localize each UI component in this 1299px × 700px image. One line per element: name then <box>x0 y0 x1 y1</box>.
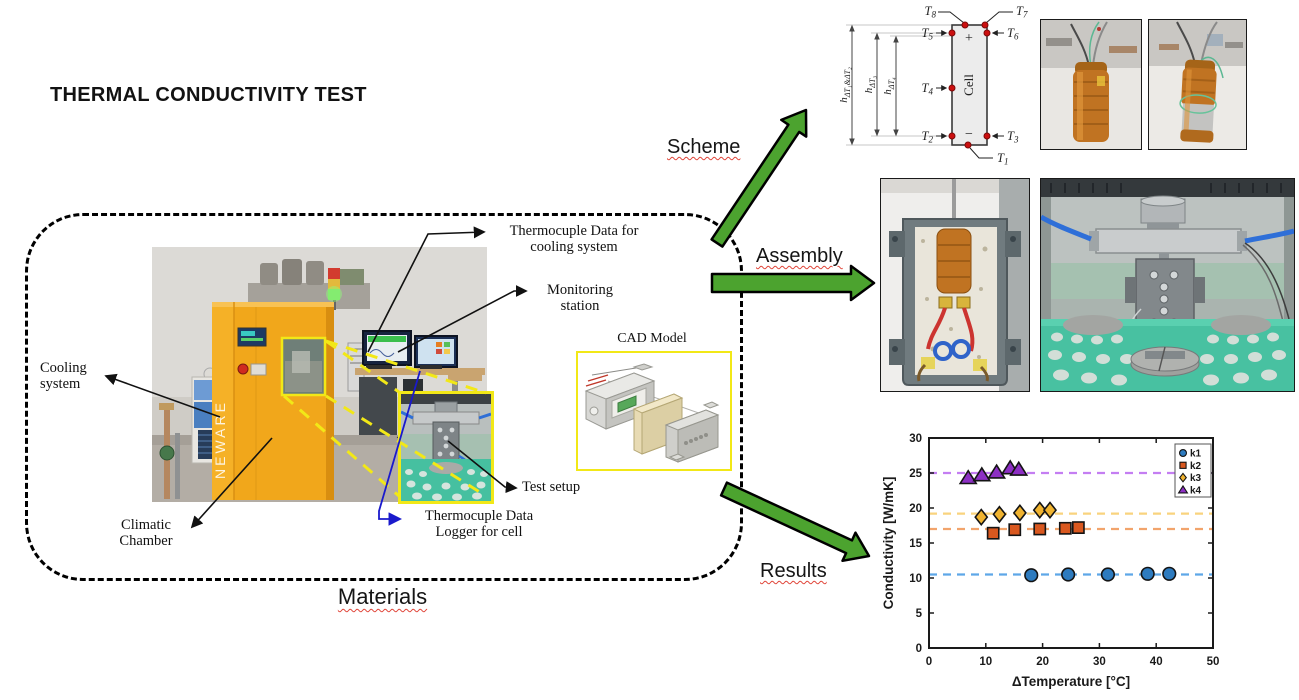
cad-right-block <box>664 401 720 463</box>
cell-photo-1-art <box>1041 20 1141 149</box>
x-tick-label: 10 <box>979 656 992 668</box>
page-title: THERMAL CONDUCTIVITY TEST <box>50 84 367 106</box>
x-tick-label: 0 <box>926 656 932 668</box>
legend-label-k1: k1 <box>1190 449 1202 460</box>
scheme-t2-dot <box>948 132 956 140</box>
test-setup-inset-art <box>401 394 491 501</box>
x-tick-label: 50 <box>1207 656 1220 668</box>
y-tick-label: 0 <box>916 643 922 655</box>
scheme-plus-terminal: + <box>965 31 973 46</box>
label-cooling-system: Cooling system <box>40 360 87 392</box>
y-tick-label: 15 <box>909 538 922 550</box>
series-k3 <box>974 501 1058 526</box>
flow-label-results: Results <box>760 560 827 582</box>
y-tick-label: 25 <box>909 468 922 480</box>
y-tick-label: 30 <box>909 433 922 445</box>
scheme-t7-label: T7 <box>1016 4 1028 20</box>
scheme-t8-line <box>938 11 965 24</box>
test-setup-inset-photo <box>398 391 494 504</box>
scheme-t8-dot <box>961 21 969 29</box>
scheme-t5-label: T5 <box>922 26 934 42</box>
cad-model-label: CAD Model <box>617 331 687 346</box>
legend-label-k3: k3 <box>1190 473 1202 484</box>
scheme-t7-dot <box>981 21 989 29</box>
legend-label-k2: k2 <box>1190 461 1202 472</box>
scheme-t3-label: T3 <box>1007 129 1019 145</box>
cad-model-art <box>584 363 720 463</box>
assembly-photo-2 <box>1040 178 1295 392</box>
scheme-t4-dot <box>948 84 956 92</box>
scheme-t2-label: T2 <box>922 129 934 145</box>
y-tick-label: 10 <box>909 573 922 585</box>
label-test-setup: Test setup <box>522 479 581 495</box>
scheme-t6-label: T6 <box>1007 26 1019 42</box>
scheme-t3-dot <box>983 132 991 140</box>
scheme-cell-label: Cell <box>961 74 976 96</box>
series-k1 <box>1024 566 1177 583</box>
scheme-t1-line <box>969 147 993 159</box>
dim-label-2: hΔT₃ <box>863 76 877 94</box>
series-k2 <box>986 521 1085 540</box>
assembly-photo-1-art <box>881 179 1029 391</box>
dim-label-1: hΔT₁&ΔT₂ <box>838 67 852 103</box>
scheme-minus-terminal: − <box>965 127 973 142</box>
scheme-t5-dot <box>948 29 956 37</box>
scheme-t4-label: T4 <box>922 81 934 97</box>
cell-photo-2-art <box>1149 20 1246 149</box>
x-tick-label: 30 <box>1093 656 1106 668</box>
cell-photo-2 <box>1148 19 1247 150</box>
dim-label-3: hΔT₄ <box>882 77 896 95</box>
y-tick-label: 5 <box>916 608 923 620</box>
scheme-t6-dot <box>983 29 991 37</box>
label-thermocouple-logger: Thermocuple Data Logger for cell <box>424 508 534 540</box>
label-climatic-chamber: Climatic Chamber <box>119 517 173 549</box>
scheme-t1-label: T1 <box>997 151 1008 167</box>
label-monitoring-station: Monitoring station <box>546 282 614 314</box>
x-tick-label: 20 <box>1036 656 1049 668</box>
y-tick-label: 20 <box>909 503 922 515</box>
scheme-t7-line <box>985 11 1013 24</box>
x-tick-label: 40 <box>1150 656 1163 668</box>
label-thermocouple-cooling: Thermocuple Data for cooling system <box>509 223 639 255</box>
assembly-photo-1 <box>880 178 1030 392</box>
cad-model-box <box>576 351 732 471</box>
assembly-photo-2-art <box>1041 179 1294 391</box>
legend-label-k4: k4 <box>1190 485 1202 496</box>
series-k4 <box>958 459 1029 485</box>
scheme-t1-dot <box>964 141 972 149</box>
cell-photo-1 <box>1040 19 1142 150</box>
plot-box <box>928 437 1214 649</box>
x-axis-label: ΔTemperature [°C] <box>1012 674 1130 689</box>
materials-dashed-border <box>25 213 743 581</box>
y-axis-label: Conductivity [W/mK] <box>881 477 896 610</box>
chamber-brand-text: NEWARE <box>212 400 228 479</box>
materials-caption: Materials <box>337 584 428 609</box>
flow-label-assembly: Assembly <box>756 245 843 267</box>
scheme-t8-label: T8 <box>925 4 937 20</box>
green-arrow-results <box>719 481 871 563</box>
